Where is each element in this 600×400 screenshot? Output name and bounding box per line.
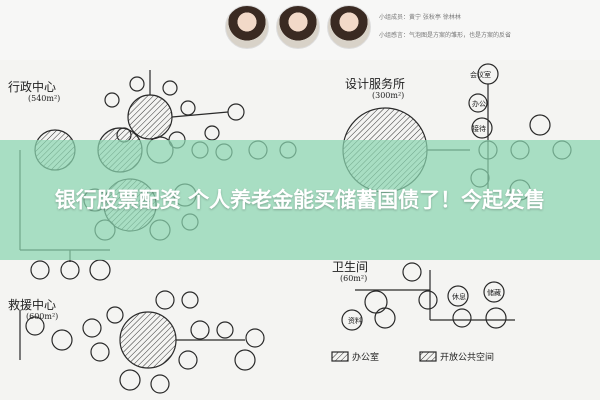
- node-label: 接待: [472, 125, 486, 133]
- legend-public: 开放公共空间: [440, 353, 495, 363]
- bubble-admin-core: [127, 94, 173, 140]
- zone-top-left-area: (540m²): [28, 94, 61, 103]
- node-label: 资料: [348, 317, 362, 325]
- node-label: 办公: [472, 100, 486, 108]
- zone-top-right-area: (300m²): [372, 91, 405, 100]
- feeling-line: 小组感言：气泡图是方案的雏形，也是方案的反省: [379, 32, 579, 40]
- zone-bottom-left-area: (600m²): [26, 312, 59, 321]
- legend-office: 办公室: [352, 353, 380, 363]
- node-label: 休息: [452, 293, 466, 301]
- zone-bottom-left-title: 救援中心: [8, 298, 57, 312]
- zone-top-left-title: 行政中心: [8, 80, 57, 94]
- feeling-label: 小组感言：: [379, 32, 410, 39]
- node-label: 会议室: [470, 71, 491, 79]
- zone-bottom-right-area: (60m²): [340, 274, 368, 283]
- header: 小组成员：黄宁 张秋亭 徐林林 小组感言：气泡图是方案的雏形，也是方案的反省: [0, 0, 600, 60]
- avatar-member-3: [327, 5, 371, 49]
- members-names: 黄宁 张秋亭 徐林林: [409, 14, 461, 21]
- members-label: 小组成员：: [379, 14, 410, 21]
- headline-title: 银行股票配资 个人养老金能买储蓄国债了！今起发售: [54, 187, 546, 212]
- zone-top-right-title: 设计服务所: [345, 77, 406, 91]
- zone-bottom-right-title: 卫生间: [332, 260, 369, 274]
- node-label: 储藏: [487, 289, 501, 297]
- bubble-rescue-core: [119, 311, 177, 369]
- avatar-member-2: [276, 5, 320, 49]
- feeling-text: 气泡图是方案的雏形，也是方案的反省: [409, 32, 512, 39]
- members-line: 小组成员：黄宁 张秋亭 徐林林: [379, 14, 461, 22]
- avatar-member-1: [225, 5, 269, 49]
- headline-banner: 银行股票配资 个人养老金能买储蓄国债了！今起发售: [0, 140, 600, 260]
